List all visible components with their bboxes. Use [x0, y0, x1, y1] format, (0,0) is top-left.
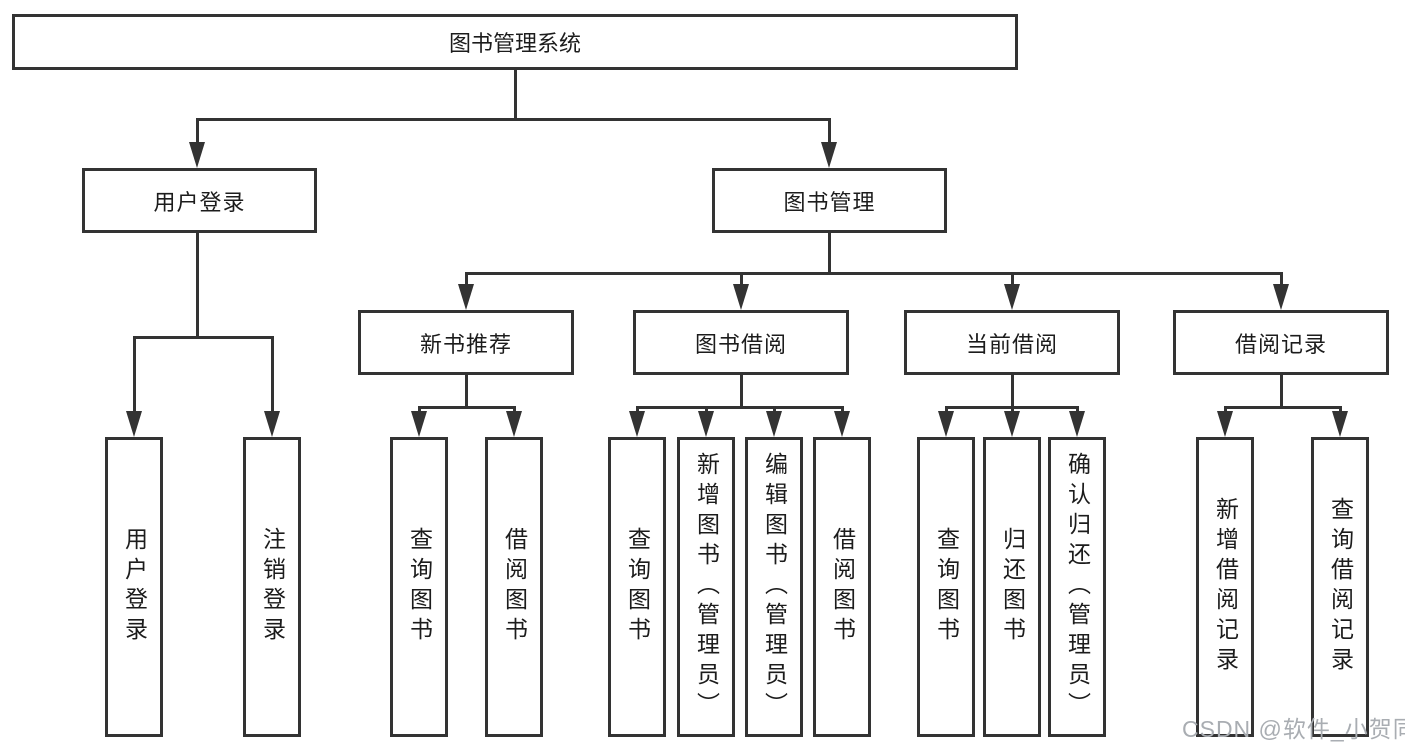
connector-line [828, 118, 831, 146]
connector-line [740, 375, 743, 408]
leaf-query-book-3: 查询图书 [917, 437, 975, 737]
connector-line [1339, 406, 1342, 414]
arrow-down-icon [411, 411, 427, 437]
connector-line [465, 375, 468, 408]
arrow-down-icon [938, 411, 954, 437]
connector-line [945, 406, 948, 414]
leaf-return-book: 归还图书 [983, 437, 1041, 737]
leaf-confirm-return-admin: 确认归还（管理员） [1048, 437, 1106, 737]
connector-line [271, 336, 274, 414]
connector-line [705, 406, 708, 414]
arrow-down-icon [766, 411, 782, 437]
connector-line [1280, 375, 1283, 408]
leaf-borrow-book-1: 借阅图书 [485, 437, 543, 737]
leaf-user-login: 用户登录 [105, 437, 163, 737]
arrow-down-icon [189, 142, 205, 168]
node-new-book-recommend: 新书推荐 [358, 310, 574, 375]
node-borrow-record: 借阅记录 [1173, 310, 1389, 375]
connector-line [418, 406, 516, 409]
connector-line [841, 406, 844, 414]
arrow-down-icon [1273, 284, 1289, 310]
leaf-query-book-1: 查询图书 [390, 437, 448, 737]
arrow-down-icon [1332, 411, 1348, 437]
arrow-down-icon [1004, 411, 1020, 437]
arrow-down-icon [733, 284, 749, 310]
connector-line [133, 336, 136, 414]
arrow-down-icon [126, 411, 142, 437]
leaf-query-book-2: 查询图书 [608, 437, 666, 737]
csdn-watermark: CSDN @软件_小贺同学 [1182, 716, 1405, 742]
connector-line [514, 70, 517, 120]
connector-line [465, 272, 1282, 275]
connector-line [1224, 406, 1227, 414]
connector-line [196, 118, 831, 121]
connector-line [465, 272, 468, 288]
arrow-down-icon [1004, 284, 1020, 310]
arrow-down-icon [698, 411, 714, 437]
leaf-logout: 注销登录 [243, 437, 301, 737]
arrow-down-icon [629, 411, 645, 437]
connector-line [418, 406, 421, 414]
leaf-add-book-admin: 新增图书（管理员） [677, 437, 735, 737]
leaf-borrow-book-2: 借阅图书 [813, 437, 871, 737]
connector-line [1076, 406, 1079, 414]
arrow-down-icon [264, 411, 280, 437]
node-current-borrow: 当前借阅 [904, 310, 1120, 375]
arrow-down-icon [834, 411, 850, 437]
connector-line [636, 406, 639, 414]
connector-line [740, 272, 743, 288]
connector-line [133, 336, 274, 339]
connector-line [1011, 375, 1014, 408]
connector-line [773, 406, 776, 414]
connector-line [636, 406, 844, 409]
arrow-down-icon [1069, 411, 1085, 437]
node-user-login: 用户登录 [82, 168, 317, 233]
node-book-borrow: 图书借阅 [633, 310, 849, 375]
connector-line [1011, 272, 1014, 288]
connector-line [513, 406, 516, 414]
arrow-down-icon [1217, 411, 1233, 437]
leaf-query-borrow-record: 查询借阅记录 [1311, 437, 1369, 737]
leaf-edit-book-admin: 编辑图书（管理员） [745, 437, 803, 737]
arrow-down-icon [506, 411, 522, 437]
leaf-add-borrow-record: 新增借阅记录 [1196, 437, 1254, 737]
connector-line [196, 233, 199, 338]
node-root-library-system: 图书管理系统 [12, 14, 1018, 70]
connector-line [196, 118, 199, 146]
node-book-management: 图书管理 [712, 168, 947, 233]
arrow-down-icon [458, 284, 474, 310]
connector-line [1011, 406, 1014, 414]
connector-line [1224, 406, 1342, 409]
arrow-down-icon [821, 142, 837, 168]
connector-line [1280, 272, 1283, 288]
connector-line [828, 233, 831, 274]
